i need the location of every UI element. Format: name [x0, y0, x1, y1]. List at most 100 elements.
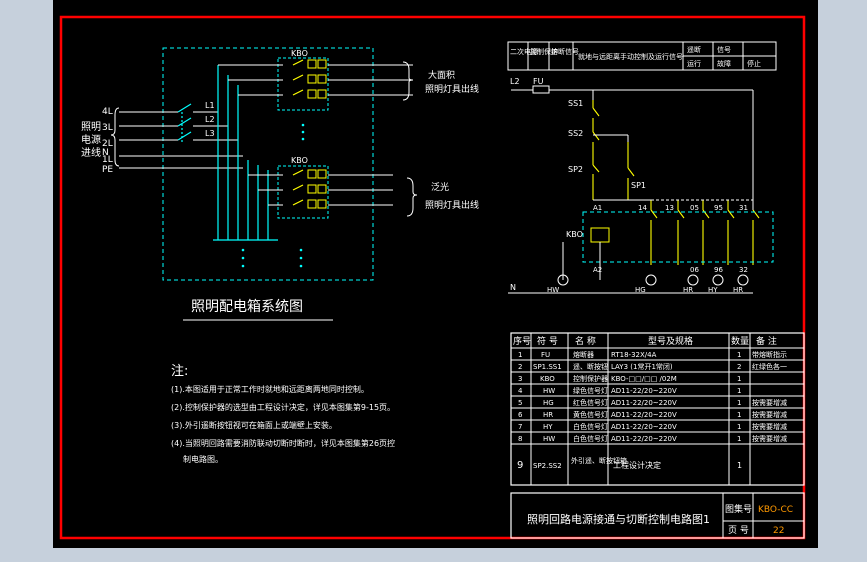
cell-qty: 1 [737, 387, 741, 395]
table-row-4: 4 HW 绿色信号灯 AD11-22/20~220V 1 [518, 386, 741, 395]
table-row-9: 9 SP2.SS2 外引遥、断按钮箱 工程设计决定 1 [517, 456, 742, 471]
ctrl-wires [582, 134, 774, 263]
cell-name: 外引遥、断按钮箱 [571, 456, 627, 465]
cell-qty: 1 [737, 375, 741, 383]
indicator-lamps [557, 274, 749, 286]
cell-model: AD11-22/20~220V [611, 399, 677, 407]
input-2l: 2L [102, 139, 113, 149]
cell-qty: 1 [737, 423, 741, 431]
incoming-lines [119, 111, 243, 169]
cell-model: AD11-22/20~220V [611, 411, 677, 419]
cell-remark: 按需要增减 [752, 410, 787, 419]
lbl-kbo: KBO [566, 230, 583, 239]
lbl-13: 13 [665, 204, 674, 212]
out1-line2: 照明灯具出线 [425, 83, 479, 95]
lbl-96: 96 [714, 266, 723, 274]
cell-symbol: SP1.SS1 [533, 363, 562, 371]
ctrl-header-dividers [527, 42, 776, 70]
lbl-95: 95 [714, 204, 723, 212]
lbl-sp2: SP2 [568, 165, 583, 174]
group1-label: KBO [291, 49, 308, 58]
input-3l: 3L [102, 123, 113, 133]
cell-model: AD11-22/20~220V [611, 423, 677, 431]
out1-line1: 大面积 [428, 69, 455, 81]
switch-contacts [592, 100, 760, 265]
cell-name: 绿色信号灯 [573, 386, 608, 395]
bus-lines [193, 111, 238, 141]
lbl-fu: FU [533, 77, 544, 86]
cell-symbol: HW [543, 435, 555, 443]
th-remark: 备 注 [756, 335, 777, 347]
drawing-title: 照明回路电源接通与切断控制电路图1 [527, 512, 710, 526]
out2-brace [406, 177, 418, 217]
table-row-8: 8 HW 白色信号灯 AD11-22/20~220V 1 按需要增减 [518, 434, 787, 443]
page-label: 页 号 [728, 525, 749, 536]
group2-label: KBO [291, 156, 308, 165]
note-1: (1).本图适用于正常工作时就地和远距离两地同时控制。 [171, 384, 369, 394]
cad-drawing: 4L 3L 2L 1L N PE 照明 电源 进线 L1 [59, 15, 806, 540]
cell-name: 黄色信号灯 [573, 410, 608, 419]
equipment-table: 序号 符 号 名 称 型号及规格 数量 备 注 1 FU 熔断器 RT18-32… [510, 332, 805, 486]
cell-symbol: HY [543, 423, 553, 431]
cell-remark: 按需要增减 [752, 422, 787, 431]
input-pe: PE [102, 165, 113, 175]
cell-model: LAY3 (1常开1常闭) [611, 362, 673, 371]
hdr-cell-4: 就地与远距离手动控制及运行信号 [578, 52, 683, 61]
cell-symbol: KBO [540, 375, 555, 383]
cell-symbol: SP2.SS2 [533, 462, 562, 470]
cell-seq: 4 [518, 387, 523, 395]
cell-symbol: HW [543, 387, 555, 395]
diagram-title: 照明配电箱系统图 [191, 299, 303, 315]
cell-seq: 3 [518, 375, 522, 383]
table-row-1: 1 FU 熔断器 RT18-32X/4A 1 带熔断指示 [518, 350, 787, 359]
table-row-6: 6 HR 黄色信号灯 AD11-22/20~220V 1 按需要增减 [518, 410, 787, 419]
table-row-3: 3 KBO 控制保护器 KBO-□□/□□ /02M 1 [518, 374, 741, 383]
vertical-busbars [213, 65, 278, 241]
lbl-14: 14 [638, 204, 647, 212]
cell-qty: 2 [737, 363, 741, 371]
lbl-n: N [510, 283, 516, 292]
th-symbol: 符 号 [537, 335, 558, 347]
cell-symbol: HG [543, 399, 554, 407]
cell-seq: 6 [518, 411, 523, 419]
th-name: 名 称 [575, 335, 596, 347]
hdr-cell-3: 熔断信号 [551, 47, 579, 56]
table-row-2: 2 SP1.SS1 遥、断按钮 LAY3 (1常开1常闭) 2 红绿色各一 [518, 362, 787, 371]
atlas-value: KBO-CC [758, 505, 793, 515]
cell-remark: 带熔断指示 [752, 350, 787, 359]
lbl-ss1: SS1 [568, 99, 583, 108]
hdr-cell-6: 运行 [687, 59, 701, 68]
page-value: 22 [773, 526, 784, 536]
cell-name: 红色信号灯 [573, 398, 608, 407]
lbl-a2: A2 [593, 266, 602, 274]
bus-l3: L3 [205, 129, 215, 138]
bus-l1: L1 [205, 101, 215, 110]
hdr-cell-8: 故障 [717, 59, 731, 68]
note-5: 制电路图。 [183, 454, 223, 464]
lbl-hg: HG [635, 286, 646, 294]
group1-circuits [218, 59, 413, 99]
table-row-5: 5 HG 红色信号灯 AD11-22/20~220V 1 按需要增减 [518, 398, 787, 407]
cell-remark: 按需要增减 [752, 398, 787, 407]
cell-model: 工程设计决定 [613, 460, 661, 470]
lbl-31: 31 [739, 204, 748, 212]
cell-qty: 1 [737, 351, 741, 359]
drawing-sheet: 4L 3L 2L 1L N PE 照明 电源 进线 L1 [53, 0, 818, 548]
input-brace [110, 107, 120, 167]
hdr-cell-5: 遥断 [687, 45, 701, 54]
cell-model: KBO-□□/□□ /02M [611, 375, 677, 383]
cell-symbol: FU [541, 351, 550, 359]
input-4l: 4L [102, 107, 113, 117]
group2-box [277, 165, 329, 219]
input-desc-1: 照明 [81, 121, 101, 133]
lbl-hw: HW [547, 286, 559, 294]
table-row-dividers [511, 347, 804, 445]
cell-qty: 1 [737, 435, 741, 443]
hdr-cell-1: 二次电源 [510, 47, 538, 56]
note-2: (2).控制保护器的选型由工程设计决定，详见本图集第9-15页。 [171, 402, 395, 412]
lbl-06: 06 [690, 266, 699, 274]
group2-circuits [248, 169, 393, 209]
fuse-symbol [532, 85, 550, 94]
out2-line1: 泛光 [431, 181, 449, 193]
table-row-7: 7 HY 白色信号灯 AD11-22/20~220V 1 按需要增减 [518, 422, 787, 431]
